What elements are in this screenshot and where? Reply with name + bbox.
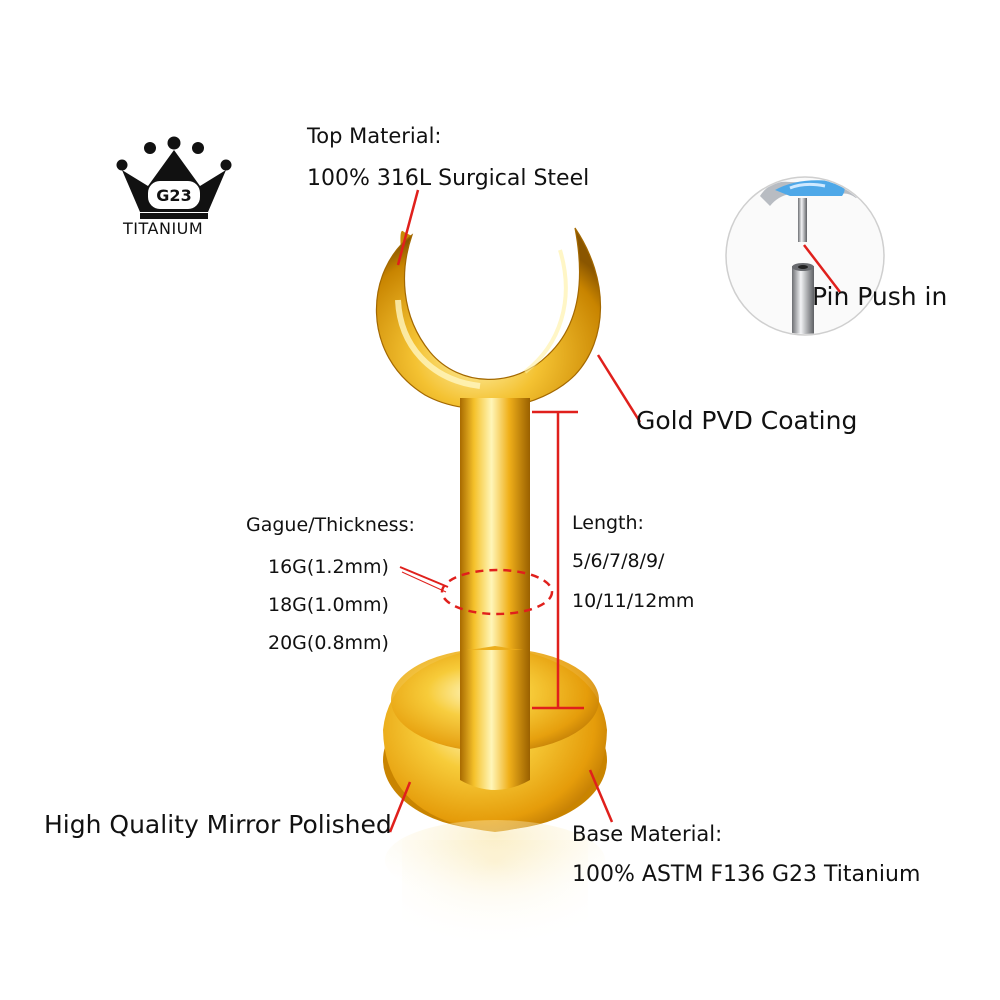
- base-material-value: 100% ASTM F136 G23 Titanium: [572, 862, 921, 887]
- gold-pvd-label: Gold PVD Coating: [636, 406, 858, 435]
- gauge-title: Gague/Thickness:: [246, 514, 415, 536]
- top-material-value: 100% 316L Surgical Steel: [307, 166, 590, 191]
- length-values-line2: 10/11/12mm: [572, 590, 695, 612]
- base-disc: [383, 646, 607, 950]
- moon-top-icon: [375, 227, 602, 410]
- mirror-polished-label: High Quality Mirror Polished: [44, 810, 392, 839]
- gauge-option-20g: 20G(0.8mm): [268, 632, 389, 654]
- length-bracket: [532, 410, 584, 710]
- top-material-title: Top Material:: [307, 124, 442, 148]
- titanium-logo-text: TITANIUM: [123, 219, 204, 238]
- pin-detail-icon: [725, 176, 885, 336]
- g23-badge-text: G23: [156, 185, 192, 205]
- length-title: Length:: [572, 512, 644, 534]
- pin-push-label: Pin Push in: [812, 282, 948, 311]
- gauge-option-18g: 18G(1.0mm): [268, 594, 389, 616]
- gauge-highlight: [440, 568, 554, 616]
- base-material-title: Base Material:: [572, 822, 723, 846]
- gauge-option-16g: 16G(1.2mm): [268, 556, 389, 578]
- length-values-line1: 5/6/7/8/9/: [572, 550, 665, 572]
- g23-badge: G23: [148, 181, 200, 209]
